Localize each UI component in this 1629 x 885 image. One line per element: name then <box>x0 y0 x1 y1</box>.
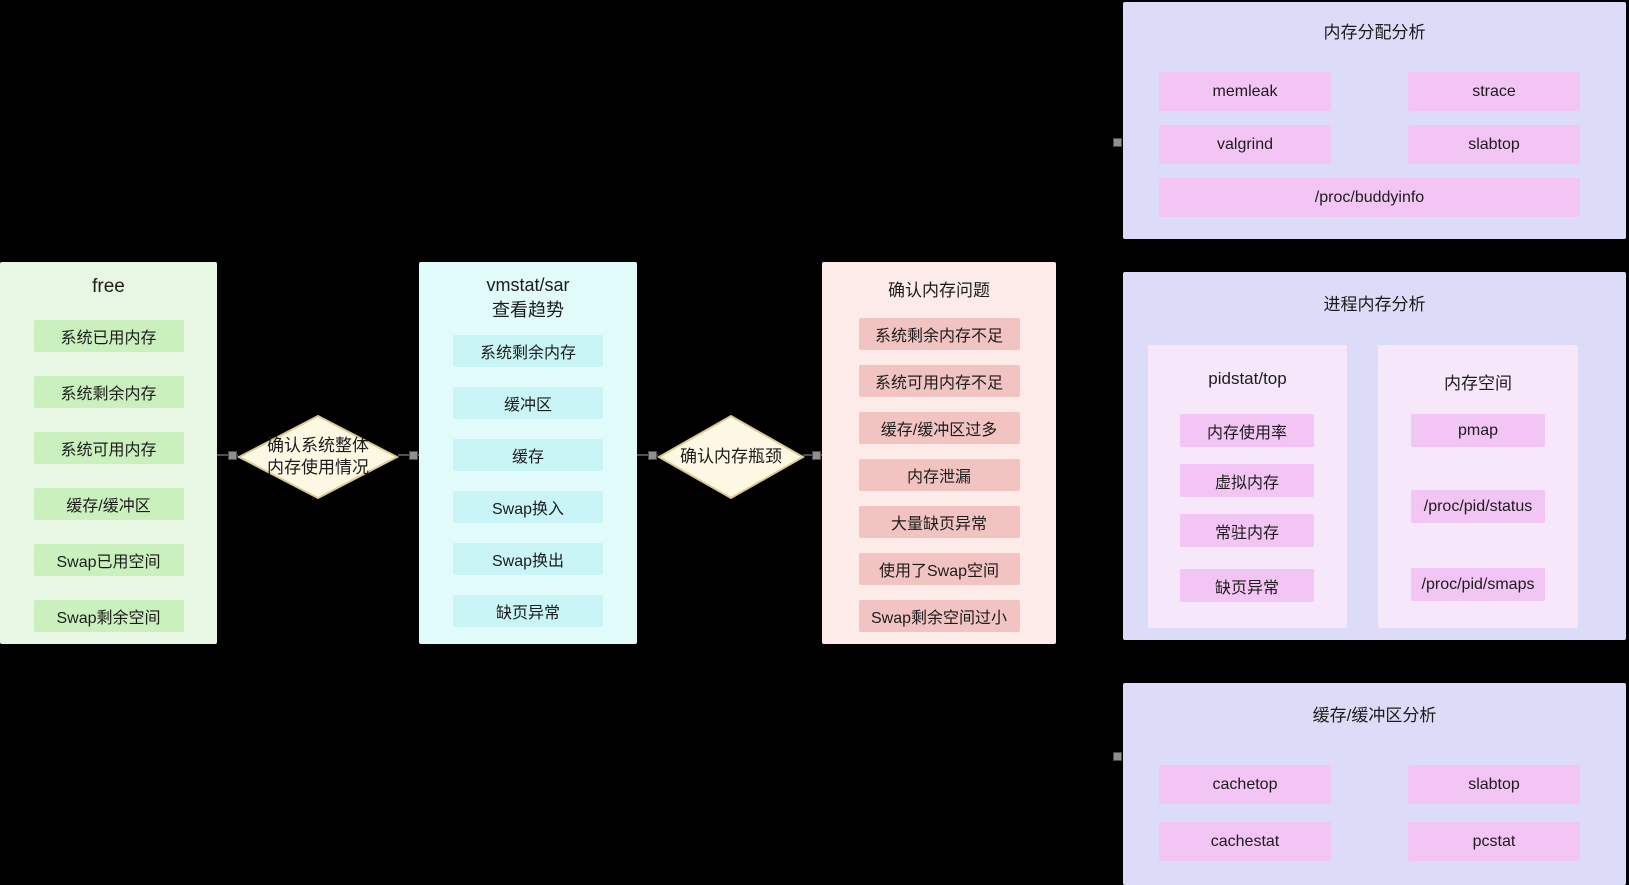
tool-row: cachetop slabtop <box>1159 765 1580 804</box>
problem-item: Swap剩余空间过小 <box>858 600 1020 632</box>
process-analysis-box: 进程内存分析 pidstat/top 内存使用率 虚拟内存 常驻内存 缺页异常 … <box>1123 272 1626 640</box>
free-item: 系统可用内存 <box>33 432 184 464</box>
connector-line <box>398 454 419 456</box>
cache-analysis-box: 缓存/缓冲区分析 cachetop slabtop cachestat pcst… <box>1123 683 1626 885</box>
tool-pill: slabtop <box>1408 765 1580 804</box>
memory-space-pill: /proc/pid/smaps <box>1411 568 1545 601</box>
vmstat-box-title-line2: 查看趋势 <box>492 300 564 320</box>
tool-pill: pcstat <box>1408 822 1580 861</box>
problem-box-items: 系统剩余内存不足 系统可用内存不足 缓存/缓冲区过多 内存泄漏 大量缺页异常 使… <box>822 318 1056 632</box>
diamond-shape <box>236 414 400 500</box>
tool-pill: slabtop <box>1408 125 1580 164</box>
process-metric-pill: 虚拟内存 <box>1180 464 1314 497</box>
connector-nub <box>409 451 418 460</box>
vmstat-box-items: 系统剩余内存 缓冲区 缓存 Swap换入 Swap换出 缺页异常 <box>419 335 637 627</box>
tool-pill: /proc/buddyinfo <box>1159 178 1580 217</box>
vmstat-box-title-line1: vmstat/sar <box>486 275 570 295</box>
vmstat-item: 系统剩余内存 <box>453 335 603 367</box>
tool-row: valgrind slabtop <box>1159 125 1580 164</box>
tool-row: memleak strace <box>1159 72 1580 111</box>
tool-row: cachestat pcstat <box>1159 822 1580 861</box>
problem-item: 内存泄漏 <box>858 459 1020 491</box>
tool-pill: cachetop <box>1159 765 1331 804</box>
tool-pill: cachestat <box>1159 822 1331 861</box>
problem-item: 缓存/缓冲区过多 <box>858 412 1020 444</box>
decision-memory-bottleneck: 确认内存瓶颈 <box>656 413 806 501</box>
problem-item: 使用了Swap空间 <box>858 553 1020 585</box>
alloc-analysis-title: 内存分配分析 <box>1323 23 1426 42</box>
free-item: 系统已用内存 <box>33 320 184 352</box>
diamond-shape <box>656 414 806 500</box>
process-analysis-title: 进程内存分析 <box>1323 295 1426 314</box>
problem-item: 系统可用内存不足 <box>858 365 1020 397</box>
tool-pill: memleak <box>1159 72 1331 111</box>
connector-nub <box>1113 752 1122 761</box>
cache-analysis-tools: cachetop slabtop cachestat pcstat <box>1159 765 1580 861</box>
diamond-label: 确认内存瓶颈 <box>680 447 782 466</box>
alloc-analysis-tools: memleak strace valgrind slabtop /proc/bu… <box>1159 72 1580 217</box>
vmstat-item: 缓存 <box>453 439 603 471</box>
problem-item: 系统剩余内存不足 <box>858 318 1020 350</box>
problem-item: 大量缺页异常 <box>858 506 1020 538</box>
process-metric-pill: 内存使用率 <box>1180 414 1314 447</box>
vmstat-box-title: vmstat/sar 查看趋势 <box>419 273 637 323</box>
connector-line <box>637 454 658 456</box>
vmstat-item: Swap换出 <box>453 543 603 575</box>
problem-box-title: 确认内存问题 <box>888 281 990 300</box>
vmstat-item: 缓冲区 <box>453 387 603 419</box>
free-box-items: 系统已用内存 系统剩余内存 系统可用内存 缓存/缓冲区 Swap已用空间 Swa… <box>0 320 217 632</box>
tool-pill: strace <box>1408 72 1580 111</box>
alloc-analysis-box: 内存分配分析 memleak strace valgrind slabtop /… <box>1123 2 1626 239</box>
memory-space-panel: 内存空间 pmap /proc/pid/status /proc/pid/sma… <box>1378 345 1578 628</box>
connector-nub <box>1113 138 1122 147</box>
free-item: 系统剩余内存 <box>33 376 184 408</box>
connector-nub <box>812 451 821 460</box>
vmstat-item: Swap换入 <box>453 491 603 523</box>
memory-space-panel-title: 内存空间 <box>1444 374 1512 393</box>
memory-space-pill: pmap <box>1411 414 1545 447</box>
free-box: free 系统已用内存 系统剩余内存 系统可用内存 缓存/缓冲区 Swap已用空… <box>0 262 217 644</box>
tool-pill: valgrind <box>1159 125 1331 164</box>
diamond-label-line2: 内存使用情况 <box>267 458 369 477</box>
process-metric-pill: 常驻内存 <box>1180 514 1314 547</box>
free-item: Swap已用空间 <box>33 544 184 576</box>
pidstat-top-panel: pidstat/top 内存使用率 虚拟内存 常驻内存 缺页异常 <box>1148 345 1347 628</box>
vmstat-box: vmstat/sar 查看趋势 系统剩余内存 缓冲区 缓存 Swap换入 Swa… <box>419 262 637 644</box>
diamond-label-line1: 确认系统整体 <box>267 436 369 455</box>
pidstat-top-panel-title: pidstat/top <box>1208 369 1287 388</box>
connector-nub <box>228 451 237 460</box>
free-item: 缓存/缓冲区 <box>33 488 184 520</box>
process-metric-pill: 缺页异常 <box>1180 569 1314 602</box>
tool-row: /proc/buddyinfo <box>1159 178 1580 217</box>
decision-overall-memory-usage: 确认系统整体 内存使用情况 <box>236 413 400 501</box>
diamond-label: 确认系统整体 内存使用情况 <box>236 413 400 501</box>
cache-analysis-title: 缓存/缓冲区分析 <box>1312 706 1437 725</box>
problem-box: 确认内存问题 系统剩余内存不足 系统可用内存不足 缓存/缓冲区过多 内存泄漏 大… <box>822 262 1056 644</box>
memory-space-pill: /proc/pid/status <box>1411 490 1545 523</box>
free-item: Swap剩余空间 <box>33 600 184 632</box>
connector-nub <box>648 451 657 460</box>
connector-line <box>217 454 238 456</box>
vmstat-item: 缺页异常 <box>453 595 603 627</box>
free-box-title: free <box>92 276 125 297</box>
